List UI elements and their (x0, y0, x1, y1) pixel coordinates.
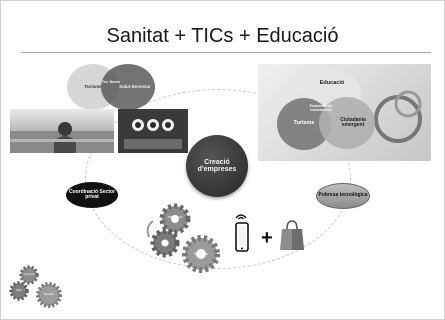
mini-gear-label-benestar: Benestar (43, 293, 54, 296)
venn-label-turisme: Turisme (84, 83, 102, 89)
venn-right-turisme: Turisme (277, 98, 331, 150)
photo-children (118, 109, 188, 153)
gear-icon (159, 203, 191, 235)
photo-spa (10, 109, 114, 153)
left-pill-coordinacio: Coordinació Sector privat (66, 182, 118, 208)
venn-label-economia: Economia del coneixement (309, 104, 333, 112)
venn-label-overlap: Tec. Noves (101, 80, 121, 84)
children-image (118, 109, 188, 153)
plus-sign: + (261, 227, 273, 249)
mini-gear-label-innovacio: Innovació (23, 273, 35, 276)
gear-icon (36, 282, 62, 308)
gear-icon (182, 235, 220, 273)
gear-label-innovacio: Innovació (167, 215, 183, 219)
spa-image (10, 122, 114, 153)
glasses-background (374, 90, 422, 143)
gear-icon (19, 265, 39, 285)
gear-label-salut: Salut (161, 241, 169, 245)
gear-icon (150, 228, 180, 258)
left-pill-label: Coordinació Sector privat (68, 188, 116, 200)
center-circle-creacio: Creació d'empreses (186, 135, 248, 197)
gear-label-benestar: Benestar (193, 252, 208, 256)
title-divider (21, 52, 431, 53)
right-pill-label: Pobresa tecnològica (318, 192, 368, 199)
gears-cluster (146, 203, 220, 273)
venn-right-ciutadania: Ciutadania emergent (319, 97, 375, 149)
mini-gear-label-salut: Salut (16, 289, 22, 292)
mini-gears (9, 265, 62, 308)
right-pill-pobresa: Pobresa tecnològica (316, 183, 370, 209)
venn-label-educacio: Educació (319, 80, 345, 86)
slide-title: Sanitat + TICs + Educació (106, 25, 339, 47)
center-label: Creació d'empreses (197, 158, 237, 173)
smartphone-icon (235, 222, 249, 252)
wifi-icon (235, 214, 247, 220)
venn-label-turisme-right: Turisme (293, 120, 315, 127)
venn-label-salut: Salut Benestar (119, 83, 151, 89)
venn-left-salut: Salut Benestar (101, 64, 155, 110)
venn-label-ciutadania: Ciutadania emergent (340, 116, 366, 128)
gear-icon (9, 281, 29, 301)
shopping-bag-icon (280, 220, 304, 250)
hub-ring (85, 89, 351, 269)
